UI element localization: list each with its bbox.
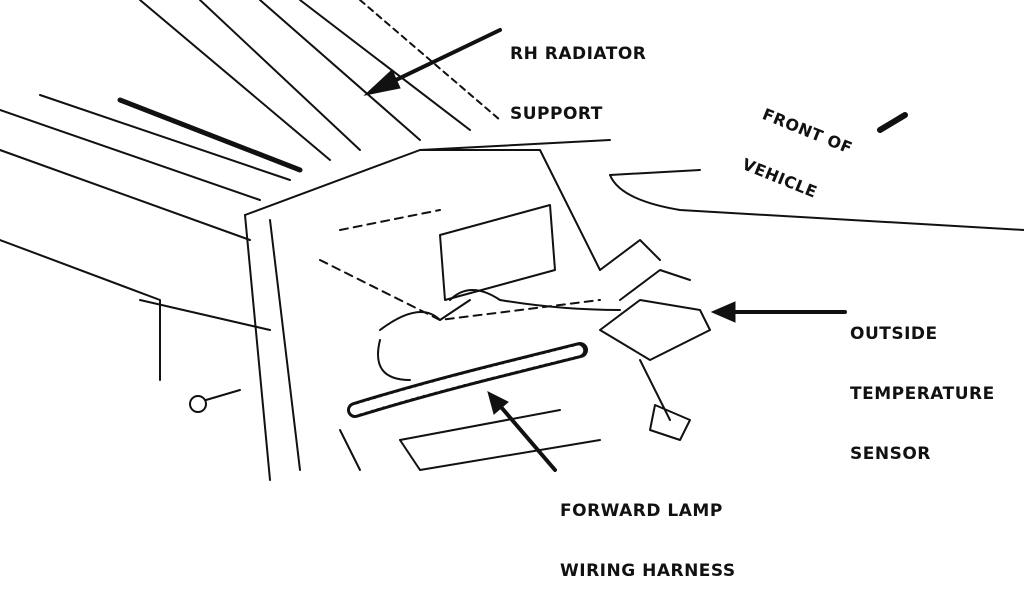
rh-radiator-support-label: RH RADIATOR SUPPORT xyxy=(510,4,646,144)
outside-temperature-sensor-label: OUTSIDE TEMPERATURE SENSOR xyxy=(850,284,995,484)
forward-lamp-wiring-harness-line-1: FORWARD LAMP xyxy=(560,501,723,521)
outside-temperature-sensor-line-2: TEMPERATURE xyxy=(850,384,995,404)
rh-radiator-support-line-2: SUPPORT xyxy=(510,104,603,124)
wiring-harness xyxy=(339,289,621,471)
outside-temperature-sensor-line-3: SENSOR xyxy=(850,444,931,464)
front-of-vehicle-line-1: FRONT OF xyxy=(759,104,856,158)
forward-lamp-wiring-harness-line-2: WIRING HARNESS xyxy=(560,561,736,581)
front-arrow xyxy=(877,112,908,133)
diagram-drawing xyxy=(0,0,1024,481)
outside-temperature-sensor-line-1: OUTSIDE xyxy=(850,324,938,344)
lamp-opening xyxy=(319,204,601,321)
fender-panel xyxy=(244,139,1024,481)
bolt xyxy=(189,389,241,413)
rh-radiator-support-arrowhead xyxy=(363,69,401,96)
temperature-sensor-bracket xyxy=(599,269,711,441)
forward-lamp-harness-arrowhead xyxy=(487,391,509,415)
outside-temp-sensor-arrowhead xyxy=(710,301,736,323)
rh-radiator-support-line-1: RH RADIATOR xyxy=(510,44,647,64)
radiator-support-structure xyxy=(0,0,501,381)
forward-lamp-harness-arrow xyxy=(493,398,557,472)
forward-lamp-wiring-harness-label: FORWARD LAMP WIRING HARNESS xyxy=(560,461,736,601)
